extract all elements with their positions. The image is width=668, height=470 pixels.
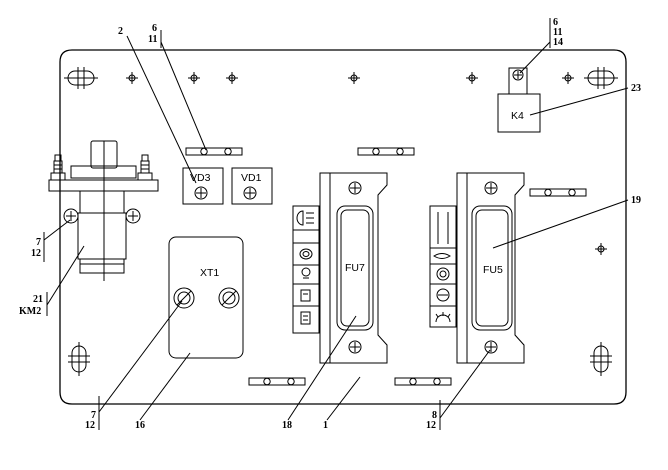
xt1-label: XT1 [200,267,219,279]
relay-k4: K4 [497,67,541,133]
callout-12-bottom-right: 12 [426,420,436,431]
fuse-block-fu7: FU7 [319,172,388,364]
callout-14-right: 14 [553,37,563,48]
callout-18: 18 [282,420,292,431]
callout-6-top: 6 [152,23,157,34]
callout-8-bottom: 8 [432,410,437,421]
callout-12-left: 12 [31,248,41,259]
callout-23: 23 [631,83,641,94]
callout-km2: KM2 [19,306,41,317]
vd1-label: VD1 [241,172,262,184]
callout-11-top: 11 [148,34,157,45]
mounting-plate [59,49,627,405]
callout-6-right: 6 [553,17,558,28]
callout-11-right: 11 [553,27,562,38]
callout-labels: 2 6 11 6 11 14 23 19 7 12 21 KM2 7 12 16… [19,17,641,431]
wire-clamps [185,147,587,386]
leader-lines [43,18,629,430]
terminal-block-xt1: XT1 [168,236,244,359]
slot-hole-bottom-right [590,342,612,376]
callout-19: 19 [631,195,641,206]
km2-bolt-left [50,154,66,181]
km2-bolt-right [137,154,153,181]
callout-12-bottom: 12 [85,420,95,431]
fuse-block-fu5: FU5 [456,172,525,364]
slot-hole-bottom-left [68,342,90,376]
indicator-strip-left [292,205,320,334]
connector-km2 [48,140,159,281]
diode-vd1: VD1 [231,167,273,205]
rivets [126,72,607,255]
callout-2: 2 [118,26,123,37]
callout-16: 16 [135,420,145,431]
diode-vd3: VD3 [182,167,224,205]
callout-7-bottom: 7 [91,410,96,421]
callout-21: 21 [33,294,43,305]
fu5-label: FU5 [483,264,503,276]
indicator-strip-right [429,205,457,328]
fu7-label: FU7 [345,262,365,274]
callout-7-left: 7 [36,237,41,248]
vd3-label: VD3 [190,172,211,184]
slot-hole-top-right [584,67,618,89]
slot-hole-top-left [64,67,98,89]
k4-label: K4 [511,110,524,122]
callout-1: 1 [323,420,328,431]
